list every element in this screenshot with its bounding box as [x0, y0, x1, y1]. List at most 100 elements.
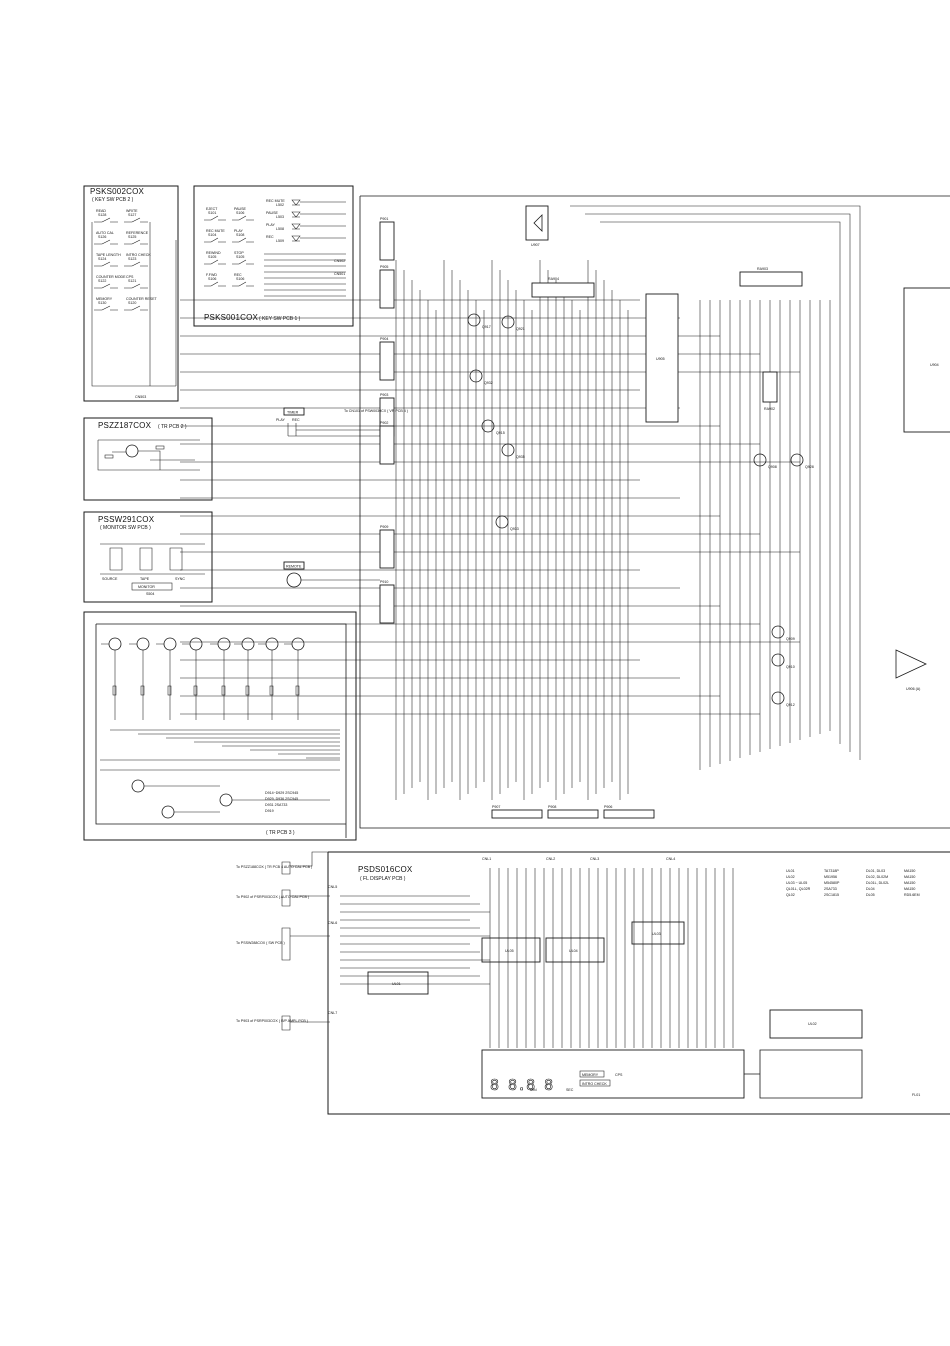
ic-ul05-label: UL05: [505, 949, 514, 953]
transistor-label: Q921: [516, 327, 525, 331]
led-ref: L509: [276, 239, 284, 243]
monitor-sw-pcb-block: PSSW291COX ( MONITOR SW PCB ) SOURCE TAP…: [83, 511, 213, 603]
monitor-source-label: SOURCE: [102, 577, 118, 581]
led-label: PLAY: [266, 223, 276, 227]
socket-symbol: [379, 584, 395, 624]
switch-ref: S108: [236, 233, 244, 237]
parts-table-type: 2SA733: [824, 887, 837, 891]
parts-table-ref: UL02: [786, 875, 795, 879]
external-connector-notes: To PSZZ188COX ( TR PCB 4 AUTO CAL PCB ) …: [236, 851, 330, 1031]
tr-pcb2-transistor: [125, 444, 139, 458]
parts-table-type: 2SC1815: [824, 893, 839, 897]
switch-label: EJECT: [206, 207, 218, 211]
switch-symbol: [124, 239, 148, 245]
transistor-symbol: [291, 637, 305, 651]
fl-display-title: PSDS016COX: [358, 865, 413, 874]
switch-ref: S126: [98, 235, 106, 239]
socket-label: P908: [548, 805, 556, 809]
tr-pcb3-legend-3: D931 2SA733: [265, 803, 287, 807]
switch-ref: S106: [208, 277, 216, 281]
ic-ul01: [367, 971, 429, 995]
socket-label: P904: [380, 337, 388, 341]
remote-label: REMOTE: [286, 565, 302, 569]
switch-ref: S121: [128, 279, 136, 283]
fl-connector-label: CNL4: [666, 857, 675, 861]
key-sw-pcb1-title: PSKS001COX: [204, 313, 258, 322]
key-sw-pcb2-block: PSKS002COX ( KEY SW PCB 2 ) CN503 READS1…: [83, 185, 179, 402]
transistor-lead: [129, 643, 144, 720]
switch-symbol: [94, 283, 118, 289]
ic-ul02: [769, 1009, 863, 1039]
socket-label: P901: [380, 217, 388, 221]
socket-symbol: [603, 809, 655, 819]
switch-ref: S106: [236, 277, 244, 281]
transistor-label: Q912: [786, 703, 795, 707]
transistor-lead: [284, 643, 299, 720]
transistor-symbol: [753, 453, 767, 467]
switch-symbol: [124, 305, 148, 311]
conn-note-autocal: To P902 of PSRP003COX ( AUTO CAL PCB ): [236, 895, 309, 899]
parts-table-type2: MA150: [904, 887, 915, 891]
transistor-label: Q909: [786, 637, 795, 641]
switch-label: PAUSE: [234, 207, 247, 211]
ic-u905: U905: [645, 293, 679, 423]
socket-label: P902: [380, 421, 388, 425]
fl-display-bus: [340, 868, 734, 1048]
tr-pcb3-legend-4: D919: [265, 809, 274, 813]
switch-ref: S125: [128, 235, 136, 239]
fl-tube-intro-label: INTRO CHECK: [582, 1082, 607, 1086]
switch-symbol: [94, 305, 118, 311]
switch-ref: S130: [98, 301, 106, 305]
socket-symbol: [379, 341, 395, 381]
led-ref: L508: [276, 227, 284, 231]
ra904-label: RA904: [548, 277, 559, 281]
socket-label: P906: [604, 805, 612, 809]
fl-tube-memory-label: MEMORY: [582, 1073, 599, 1077]
tr-pcb3-subtitle: ( TR PCB 3 ): [266, 830, 295, 836]
led-symbol: [291, 223, 346, 230]
transistor-symbol: [481, 419, 495, 433]
transistor-label: Q910: [786, 665, 795, 669]
parts-table-ref: UL01: [786, 869, 795, 873]
key-sw-pcb2-connector: CN503: [135, 395, 146, 399]
switch-symbol: [232, 215, 254, 221]
socket-symbol: [379, 425, 395, 465]
resistor-array-ra902: RA902: [762, 371, 778, 411]
switch-label: REC: [234, 273, 242, 277]
switch-symbol: [124, 283, 148, 289]
socket-symbol: [379, 221, 395, 261]
switch-ref: S124: [98, 257, 106, 261]
resistor-array-ra904: RA904: [531, 277, 595, 298]
transistor-symbol: [771, 625, 785, 639]
ic-ul03: [631, 921, 685, 945]
switch-symbol: [124, 217, 148, 223]
socket-label: P907: [492, 805, 500, 809]
ic-ul02-label: UL02: [808, 1022, 817, 1026]
key-sw-pcb1-connector-b: CN501: [334, 272, 345, 276]
key-sw-pcb1-subtitle: ( KEY SW PCB 1 ): [259, 316, 301, 322]
parts-table-type2: RD5.6EM: [904, 893, 920, 897]
tr-pcb3-transistor-q925: [219, 793, 233, 807]
tr-pcb2-title: PSZZ187COX: [98, 421, 152, 430]
tr-pcb3-transistor-q931: [131, 779, 145, 793]
transistor-symbol: [136, 637, 150, 651]
fl-connector-label: CNL3: [590, 857, 599, 861]
parts-table-type2: MA150: [904, 881, 915, 885]
switch-label: COUNTER MODE: [96, 275, 126, 279]
switch-ref: S105: [236, 255, 244, 259]
socket-symbol: [379, 529, 395, 569]
tr-pcb3-transistor-q930: [161, 805, 175, 819]
transistor-lead: [101, 643, 116, 720]
fl-tube: 8 8.8 8 MIN SEC CPS MEMORY INTRO CHECK F…: [481, 1049, 920, 1099]
resistor-symbol: [167, 685, 172, 696]
parts-table-ref: QL01L, QL02R: [786, 887, 811, 891]
fl-tube-ref: FL01: [912, 1093, 920, 1097]
ic-u907: U907: [525, 205, 549, 247]
transistor-label: Q915: [496, 431, 505, 435]
switch-symbol: [94, 261, 118, 267]
